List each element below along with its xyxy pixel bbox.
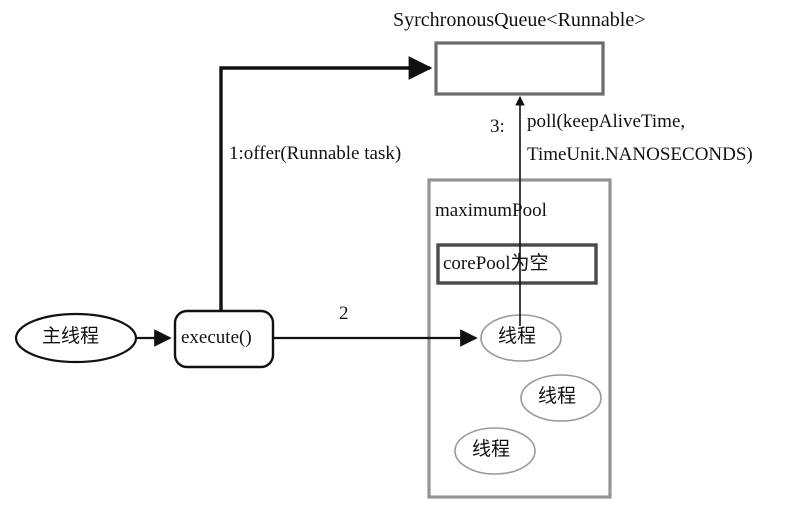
core-pool-label: corePool为空 (443, 253, 549, 274)
synchronous-queue-box (434, 41, 605, 96)
offer-edge-label: 1:offer(Runnable task) (229, 143, 402, 164)
core-pool-box (436, 243, 598, 285)
main-thread-ellipse (14, 312, 138, 364)
thread-label-2: 线程 (538, 386, 577, 407)
execute-label: execute() (181, 327, 252, 348)
step2-edge-label: 2 (339, 303, 349, 324)
poll-step-number: 3: (490, 116, 505, 137)
maximum-pool-label: maximumPool (435, 200, 547, 221)
thread-ellipse-3 (454, 427, 536, 475)
thread-ellipse-1 (480, 314, 562, 362)
poll-edge-label-line1: poll(keepAliveTime, (527, 111, 686, 132)
thread-label-1: 线程 (498, 326, 537, 347)
thread-label-3: 线程 (472, 439, 511, 460)
poll-edge-label-line2: TimeUnit.NANOSECONDS) (527, 144, 753, 165)
synchronous-queue-title: SyrchronousQueue<Runnable> (393, 9, 646, 31)
offer-arrow (219, 56, 433, 311)
main-thread-label: 主线程 (42, 326, 100, 347)
thread-ellipse-2 (520, 374, 602, 422)
